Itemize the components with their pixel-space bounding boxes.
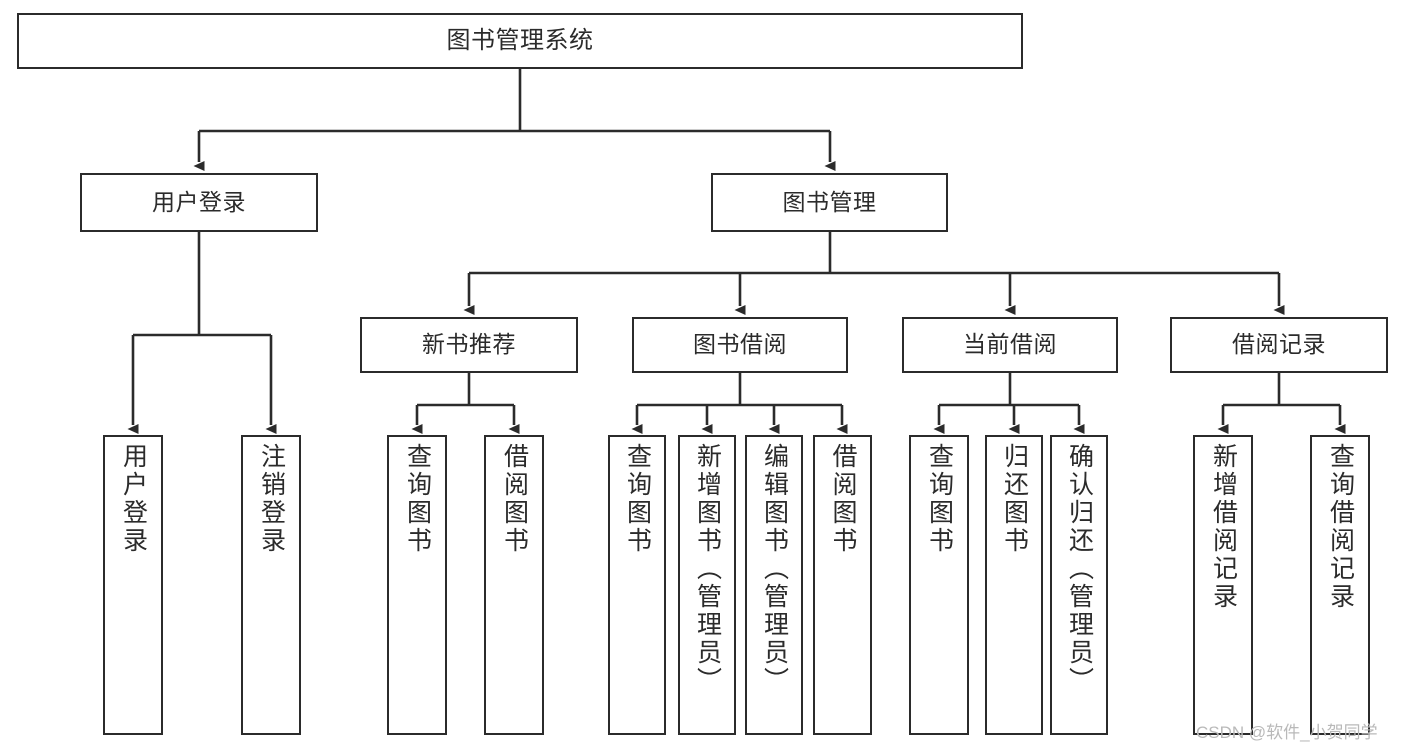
node-borrow-record[interactable]: 借阅记录 xyxy=(1170,317,1388,373)
node-book-borrow-label: 图书借阅 xyxy=(693,331,787,358)
node-leaf-query-book-1[interactable]: 查询图书 xyxy=(387,435,447,735)
node-leaf-borrow-book-1[interactable]: 借阅图书 xyxy=(484,435,544,735)
node-leaf-confirm-return-label: 确认归还（管理员） xyxy=(1065,443,1094,695)
node-book-borrow[interactable]: 图书借阅 xyxy=(632,317,848,373)
node-leaf-user-logout-label: 注销登录 xyxy=(257,443,286,555)
node-leaf-borrow-book-1-label: 借阅图书 xyxy=(500,443,529,555)
node-leaf-query-book-2-label: 查询图书 xyxy=(623,443,652,555)
node-root[interactable]: 图书管理系统 xyxy=(17,13,1023,69)
node-leaf-add-record[interactable]: 新增借阅记录 xyxy=(1193,435,1253,735)
node-book-manage-label: 图书管理 xyxy=(782,188,877,215)
node-leaf-user-login[interactable]: 用户登录 xyxy=(103,435,163,735)
node-new-book-rec[interactable]: 新书推荐 xyxy=(360,317,578,373)
node-user-login[interactable]: 用户登录 xyxy=(80,173,318,232)
node-current-borrow-label: 当前借阅 xyxy=(963,331,1057,358)
node-leaf-query-record[interactable]: 查询借阅记录 xyxy=(1310,435,1370,735)
node-leaf-add-record-label: 新增借阅记录 xyxy=(1209,443,1238,611)
node-leaf-edit-book-label: 编辑图书（管理员） xyxy=(760,443,789,695)
node-book-manage[interactable]: 图书管理 xyxy=(711,173,948,232)
node-leaf-add-book-label: 新增图书（管理员） xyxy=(693,443,722,695)
node-leaf-query-book-2[interactable]: 查询图书 xyxy=(608,435,666,735)
node-root-label: 图书管理系统 xyxy=(446,26,594,54)
node-leaf-add-book[interactable]: 新增图书（管理员） xyxy=(678,435,736,735)
node-leaf-confirm-return[interactable]: 确认归还（管理员） xyxy=(1050,435,1108,735)
node-user-login-label: 用户登录 xyxy=(152,188,246,215)
node-leaf-query-book-3-label: 查询图书 xyxy=(925,443,954,555)
node-borrow-record-label: 借阅记录 xyxy=(1232,331,1326,358)
node-leaf-query-record-label: 查询借阅记录 xyxy=(1326,443,1355,611)
node-leaf-return-book-label: 归还图书 xyxy=(1000,443,1029,555)
node-leaf-user-logout[interactable]: 注销登录 xyxy=(241,435,301,735)
node-leaf-edit-book[interactable]: 编辑图书（管理员） xyxy=(745,435,803,735)
csdn-watermark: CSDN @软件_小贺同学 xyxy=(1196,723,1378,742)
node-leaf-query-book-1-label: 查询图书 xyxy=(403,443,432,555)
node-current-borrow[interactable]: 当前借阅 xyxy=(902,317,1118,373)
node-new-book-rec-label: 新书推荐 xyxy=(422,331,516,358)
node-leaf-return-book[interactable]: 归还图书 xyxy=(985,435,1043,735)
node-leaf-borrow-book-2-label: 借阅图书 xyxy=(829,443,857,555)
node-leaf-query-book-3[interactable]: 查询图书 xyxy=(909,435,969,735)
node-leaf-user-login-label: 用户登录 xyxy=(119,443,148,555)
node-leaf-borrow-book-2[interactable]: 借阅图书 xyxy=(813,435,872,735)
